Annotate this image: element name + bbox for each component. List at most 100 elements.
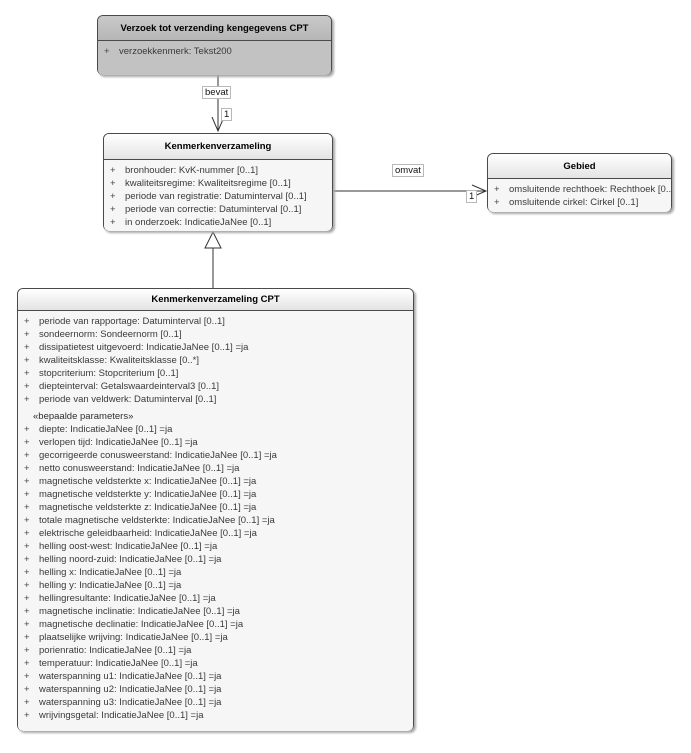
attribute-text: hellingresultante: IndicatieJaNee [0..1]… bbox=[39, 593, 216, 604]
class-gebied[interactable]: Gebied + omsluitende rechthoek: Rechthoe… bbox=[487, 153, 672, 212]
attribute-text: dissipatietest uitgevoerd: IndicatieJaNe… bbox=[39, 342, 249, 353]
attribute-text: stopcriterium: Stopcriterium [0..1] bbox=[39, 368, 179, 379]
attribute-row: + magnetische inclinatie: IndicatieJaNee… bbox=[18, 605, 413, 618]
attribute-text: helling noord-zuid: IndicatieJaNee [0..1… bbox=[39, 554, 222, 565]
attribute-row: + temperatuur: IndicatieJaNee [0..1] =ja bbox=[18, 657, 413, 670]
multiplicity-omvat-target[interactable]: 1 bbox=[466, 190, 478, 203]
attribute-row: + totale magnetische veldsterkte: Indica… bbox=[18, 514, 413, 527]
attribute-row: + gecorrigeerde conusweerstand: Indicati… bbox=[18, 449, 413, 462]
attribute-text: waterspanning u3: IndicatieJaNee [0..1] … bbox=[39, 697, 222, 708]
attribute-text: totale magnetische veldsterkte: Indicati… bbox=[39, 515, 275, 526]
attribute-row: + waterspanning u2: IndicatieJaNee [0..1… bbox=[18, 683, 413, 696]
visibility-marker: + bbox=[110, 165, 116, 176]
attribute-row: + magnetische declinatie: IndicatieJaNee… bbox=[18, 618, 413, 631]
attribute-text: omsluitende rechthoek: Rechthoek [0..1] bbox=[509, 184, 671, 195]
visibility-marker: + bbox=[24, 658, 30, 669]
class-kenmerkenverzameling[interactable]: Kenmerkenverzameling + bronhouder: KvK-n… bbox=[103, 133, 333, 231]
visibility-marker: + bbox=[24, 528, 30, 539]
class-title: Kenmerkenverzameling bbox=[104, 134, 332, 160]
attribute-text: omsluitende cirkel: Cirkel [0..1] bbox=[509, 197, 639, 208]
visibility-marker: + bbox=[24, 316, 30, 327]
attribute-text: magnetische veldsterkte x: IndicatieJaNe… bbox=[39, 476, 257, 487]
class-title: Kenmerkenverzameling CPT bbox=[18, 289, 413, 311]
visibility-marker: + bbox=[24, 450, 30, 461]
attribute-text: periode van rapportage: Datuminterval [0… bbox=[39, 316, 225, 327]
attribute-row: + verzoekkenmerk: Tekst200 bbox=[98, 45, 331, 58]
attribute-text: periode van registratie: Datuminterval [… bbox=[125, 191, 307, 202]
visibility-marker: + bbox=[110, 178, 116, 189]
edge-label-bevat[interactable]: bevat bbox=[202, 86, 232, 99]
attribute-text: bronhouder: KvK-nummer [0..1] bbox=[125, 165, 259, 176]
multiplicity-bevat-target[interactable]: 1 bbox=[221, 108, 233, 121]
visibility-marker: + bbox=[104, 46, 110, 57]
attribute-row: + netto conusweerstand: IndicatieJaNee [… bbox=[18, 462, 413, 475]
attribute-row: + wrijvingsgetal: IndicatieJaNee [0..1] … bbox=[18, 709, 413, 722]
attribute-row: + hellingresultante: IndicatieJaNee [0..… bbox=[18, 592, 413, 605]
visibility-marker: + bbox=[24, 632, 30, 643]
attribute-text: helling oost-west: IndicatieJaNee [0..1]… bbox=[39, 541, 218, 552]
visibility-marker: + bbox=[24, 671, 30, 682]
edge-label-omvat[interactable]: omvat bbox=[392, 164, 424, 177]
visibility-marker: + bbox=[24, 515, 30, 526]
attribute-text: periode van veldwerk: Datuminterval [0..… bbox=[39, 394, 217, 405]
attribute-row: + waterspanning u1: IndicatieJaNee [0..1… bbox=[18, 670, 413, 683]
attribute-text: periode van correctie: Datuminterval [0.… bbox=[125, 204, 302, 215]
attribute-row: + omsluitende rechthoek: Rechthoek [0..1… bbox=[488, 183, 671, 196]
attribute-text: gecorrigeerde conusweerstand: IndicatieJ… bbox=[39, 450, 277, 461]
attribute-row: + helling x: IndicatieJaNee [0..1] =ja bbox=[18, 566, 413, 579]
attribute-text: elektrische geleidbaarheid: IndicatieJaN… bbox=[39, 528, 257, 539]
edge-generalization[interactable] bbox=[204, 230, 222, 289]
attribute-row: + periode van correctie: Datuminterval [… bbox=[104, 203, 332, 216]
edge-omvat-association[interactable] bbox=[333, 184, 488, 198]
attribute-text: magnetische veldsterkte z: IndicatieJaNe… bbox=[39, 502, 257, 513]
class-title: Verzoek tot verzending kengegevens CPT bbox=[98, 16, 331, 41]
attribute-row: + periode van rapportage: Datuminterval … bbox=[18, 315, 413, 328]
attribute-row: + waterspanning u3: IndicatieJaNee [0..1… bbox=[18, 696, 413, 709]
attribute-row: + helling oost-west: IndicatieJaNee [0..… bbox=[18, 540, 413, 553]
attribute-row: + kwaliteitsregime: Kwaliteitsregime [0.… bbox=[104, 177, 332, 190]
attribute-text: wrijvingsgetal: IndicatieJaNee [0..1] =j… bbox=[39, 710, 204, 721]
visibility-marker: + bbox=[494, 184, 500, 195]
visibility-marker: + bbox=[494, 197, 500, 208]
attribute-row: + plaatselijke wrijving: IndicatieJaNee … bbox=[18, 631, 413, 644]
attribute-text: waterspanning u2: IndicatieJaNee [0..1] … bbox=[39, 684, 222, 695]
attribute-row: + porienratio: IndicatieJaNee [0..1] =ja bbox=[18, 644, 413, 657]
class-verzoek-tot-verzending-kengegevens-cpt[interactable]: Verzoek tot verzending kengegevens CPT +… bbox=[97, 15, 332, 75]
attribute-row: + magnetische veldsterkte z: IndicatieJa… bbox=[18, 501, 413, 514]
attribute-text: sondeernorm: Sondeernorm [0..1] bbox=[39, 329, 182, 340]
visibility-marker: + bbox=[24, 567, 30, 578]
class-title: Gebied bbox=[488, 154, 671, 179]
visibility-marker: + bbox=[24, 554, 30, 565]
attribute-text: kwaliteitsklasse: Kwaliteitsklasse [0..*… bbox=[39, 355, 199, 366]
visibility-marker: + bbox=[24, 489, 30, 500]
edge-bevat-association[interactable] bbox=[211, 75, 225, 133]
attribute-row: + in onderzoek: IndicatieJaNee [0..1] bbox=[104, 216, 332, 229]
visibility-marker: + bbox=[24, 381, 30, 392]
attribute-row: + kwaliteitsklasse: Kwaliteitsklasse [0.… bbox=[18, 354, 413, 367]
attribute-text: magnetische veldsterkte y: IndicatieJaNe… bbox=[39, 489, 257, 500]
visibility-marker: + bbox=[24, 580, 30, 591]
visibility-marker: + bbox=[24, 394, 30, 405]
attribute-row: + periode van registratie: Datuminterval… bbox=[104, 190, 332, 203]
attribute-row: + dissipatietest uitgevoerd: IndicatieJa… bbox=[18, 341, 413, 354]
attribute-text: helling y: IndicatieJaNee [0..1] =ja bbox=[39, 580, 182, 591]
attribute-text: porienratio: IndicatieJaNee [0..1] =ja bbox=[39, 645, 192, 656]
visibility-marker: + bbox=[24, 619, 30, 630]
attribute-row: + diepteinterval: Getalswaardeinterval3 … bbox=[18, 380, 413, 393]
visibility-marker: + bbox=[24, 342, 30, 353]
attribute-row: + verlopen tijd: IndicatieJaNee [0..1] =… bbox=[18, 436, 413, 449]
attribute-text: diepteinterval: Getalswaardeinterval3 [0… bbox=[39, 381, 220, 392]
visibility-marker: + bbox=[110, 217, 116, 228]
attribute-text: diepte: IndicatieJaNee [0..1] =ja bbox=[39, 424, 173, 435]
attribute-text: helling x: IndicatieJaNee [0..1] =ja bbox=[39, 567, 182, 578]
visibility-marker: + bbox=[24, 606, 30, 617]
visibility-marker: + bbox=[24, 593, 30, 604]
visibility-marker: + bbox=[24, 424, 30, 435]
attribute-row: + helling noord-zuid: IndicatieJaNee [0.… bbox=[18, 553, 413, 566]
class-kenmerkenverzameling-cpt[interactable]: Kenmerkenverzameling CPT + periode van r… bbox=[17, 288, 414, 731]
attribute-text: netto conusweerstand: IndicatieJaNee [0.… bbox=[39, 463, 240, 474]
attribute-row: + omsluitende cirkel: Cirkel [0..1] bbox=[488, 196, 671, 209]
stereotype-header: «bepaalde parameters» bbox=[33, 411, 134, 422]
attribute-row: + magnetische veldsterkte y: IndicatieJa… bbox=[18, 488, 413, 501]
